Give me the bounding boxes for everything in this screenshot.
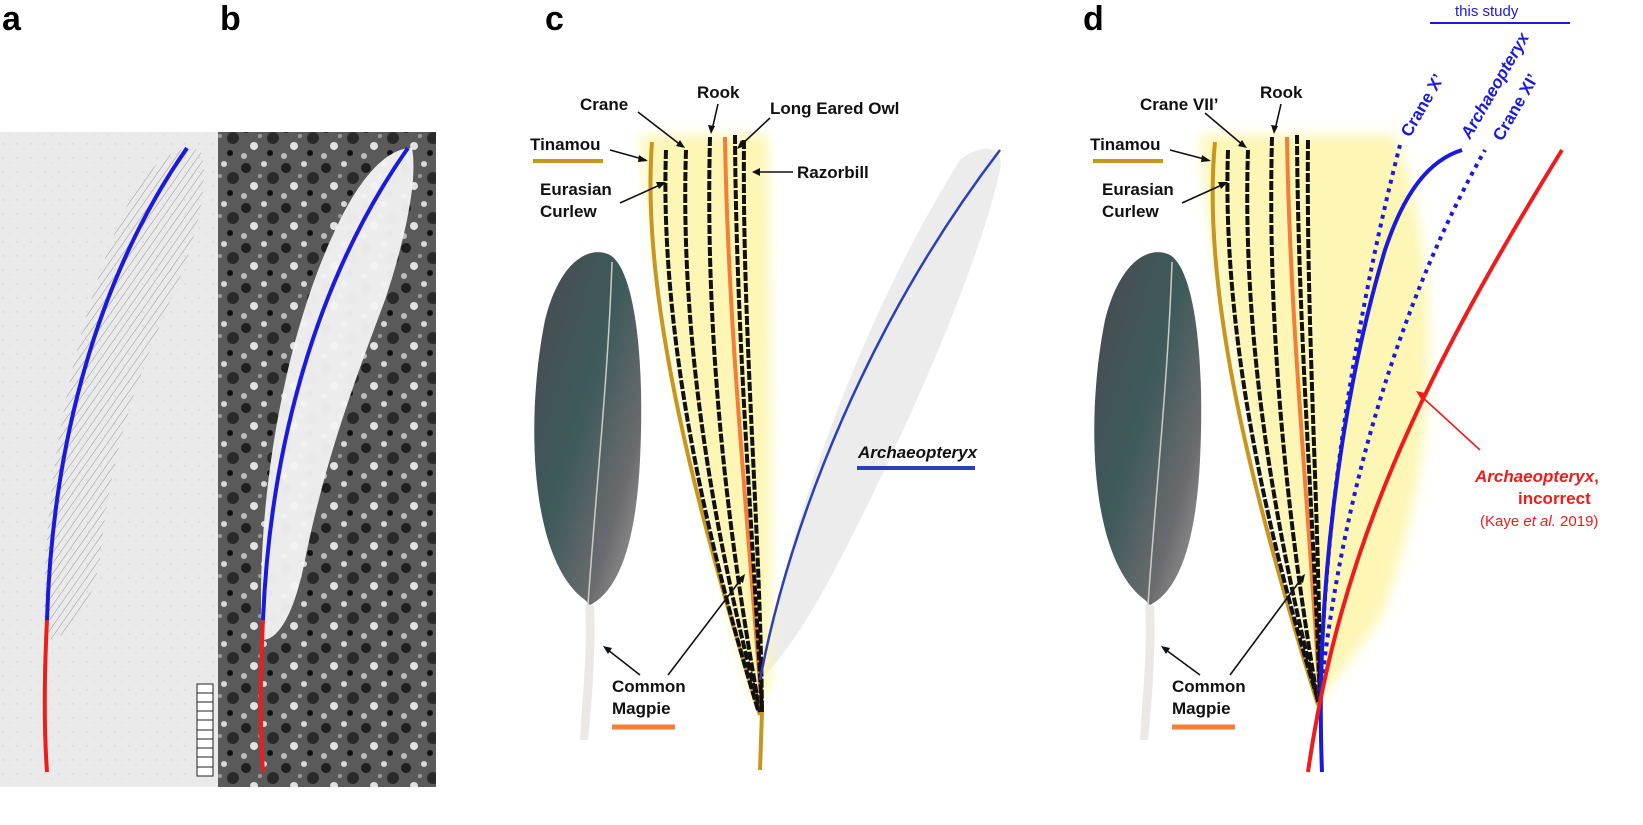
panel-c-arrowhead-crane: [676, 140, 685, 148]
panel-d-arrowhead-magpie-curve: [1297, 574, 1305, 583]
panel-c-curve-curlew: [663, 149, 760, 711]
panel-d-label-curlew-2: Curlew: [1102, 202, 1159, 221]
panel-c: c Tinamou Crane Rook: [530, 0, 1001, 771]
panel-d-arrowhead-rook: [1271, 125, 1278, 134]
panel-c-curve-rook: [707, 136, 762, 713]
panel-c-calamus-stem: [758, 711, 764, 771]
panel-c-curve-owl: [733, 134, 764, 713]
panel-label-b: b: [220, 0, 241, 38]
panel-b-rachis: [261, 146, 410, 621]
panel-c-ghost-feather: [760, 148, 1001, 680]
panel-a-feather-vane: [44, 149, 204, 641]
panel-a: a: [0, 0, 218, 787]
panel-d-label-magpie-2: Magpie: [1172, 699, 1231, 718]
panel-d-arrow-magpie-curve: [1229, 577, 1303, 676]
panel-a-calamus: [42, 619, 49, 773]
panel-c-label-archaeopteryx: Archaeopteryx: [857, 443, 979, 462]
panel-d-curve-rook: [1269, 136, 1320, 703]
panel-c-label-crane: Crane: [580, 95, 628, 114]
panel-d-arrow-curlew: [1181, 183, 1225, 204]
panel-c-label-curlew-1: Eurasian: [540, 180, 612, 199]
panel-d-arrowhead-magpie-photo: [1161, 646, 1170, 654]
panel-d-curve-razorbill: [1305, 139, 1322, 703]
panel-d-citation-pre: (Kaye: [1480, 513, 1523, 530]
panel-label-d: d: [1083, 0, 1104, 38]
panel-d-arrow-magpie-photo: [1165, 649, 1201, 676]
panel-c-label-curlew-2: Curlew: [540, 202, 597, 221]
panel-c-label-magpie-2: Magpie: [612, 699, 671, 718]
panel-c-range-highlight: [640, 135, 771, 700]
panel-c-label-magpie-1: Common: [612, 677, 686, 696]
panel-d-curve-owl: [1295, 134, 1322, 703]
panel-b-calamus: [258, 619, 265, 773]
panel-d-incorrect-comma: ,: [1594, 467, 1599, 486]
panel-c-arrow-magpie-photo: [607, 649, 641, 676]
panel-d-label-magpie-1: Common: [1172, 677, 1246, 696]
panel-c-label-tinamou: Tinamou: [530, 135, 601, 154]
panel-c-arrowhead-tinamou: [638, 155, 648, 162]
panel-c-arrowhead-curlew: [656, 182, 666, 189]
panel-d-arrow-crane-vii: [1204, 112, 1245, 147]
panel-d-curve-archaeopteryx-incorrect: [1306, 148, 1564, 773]
panel-c-arrow-crane: [637, 111, 683, 147]
panel-d-label-curlew-1: Eurasian: [1102, 180, 1174, 199]
scale-bar: [196, 683, 214, 777]
panel-d-arrowhead-curlew: [1218, 182, 1228, 189]
panel-a-rachis: [45, 146, 189, 621]
panel-d-label-rook: Rook: [1260, 83, 1303, 102]
panel-c-label-rook: Rook: [697, 83, 740, 102]
panel-c-arrowhead-owl: [737, 140, 745, 149]
panel-c-curve-archaeopteryx: [758, 149, 1001, 681]
panel-d-label-crane-vii: Crane VII’: [1140, 95, 1218, 114]
panel-d-arrow-rook: [1274, 103, 1282, 131]
panel-b: b: [218, 0, 436, 787]
panel-d-label-crane-x: Crane X’: [1397, 71, 1448, 140]
panel-c-arrow-rook: [711, 103, 719, 131]
panel-c-curve-crane: [683, 149, 762, 711]
panel-c-arrowhead-rook: [708, 125, 715, 134]
panel-d-curve-curlew: [1225, 149, 1320, 701]
panel-c-arrowhead-magpie-photo: [603, 646, 612, 654]
panel-label-a: a: [2, 0, 22, 38]
panel-d-arrowhead-crane-vii: [1238, 140, 1247, 148]
panel-b-feather-slab: [260, 148, 414, 640]
panel-d-label-tinamou: Tinamou: [1090, 135, 1161, 154]
panel-c-curve-razorbill: [741, 139, 764, 713]
panel-d-arrowhead-tinamou: [1201, 155, 1211, 162]
panel-d-arrowhead-incorrect: [1416, 391, 1425, 399]
panel-c-magpie-feather: [534, 252, 642, 740]
panel-d-citation-etal: et al.: [1523, 513, 1556, 530]
panel-d-label-citation: (Kaye et al. 2019): [1480, 513, 1598, 530]
panel-d-curve-crane-vii: [1245, 149, 1320, 701]
panel-c-label-long-eared-owl: Long Eared Owl: [770, 99, 899, 118]
panel-d-arrow-incorrect: [1419, 394, 1481, 451]
panel-c-arrow-curlew: [619, 183, 663, 204]
panel-d-magpie-feather: [1094, 252, 1202, 740]
panel-c-label-razorbill: Razorbill: [797, 163, 869, 182]
panel-d-curve-tinamou: [1210, 141, 1320, 706]
panel-c-arrow-magpie-curve: [667, 577, 743, 676]
legend-this-study-label: this study: [1455, 3, 1519, 20]
panel-d-incorrect-species: Archaeopteryx: [1474, 467, 1596, 486]
panel-c-arrow-owl: [739, 117, 771, 147]
panel-label-c: c: [545, 0, 564, 38]
panel-d-curve-archaeopteryx: [1318, 148, 1463, 773]
panel-d-citation-post: 2019): [1556, 513, 1599, 530]
panel-c-arrowhead-magpie-curve: [737, 574, 745, 583]
panel-d-label-incorrect-2: incorrect: [1518, 489, 1591, 508]
panel-d: d this study Tinamou Crane VII’: [1083, 0, 1599, 773]
panel-d-curve-crane-xi: [1318, 149, 1487, 701]
panel-c-arrowhead-razorbill: [752, 168, 760, 176]
panel-d-label-incorrect-1: Archaeopteryx,: [1474, 467, 1599, 486]
